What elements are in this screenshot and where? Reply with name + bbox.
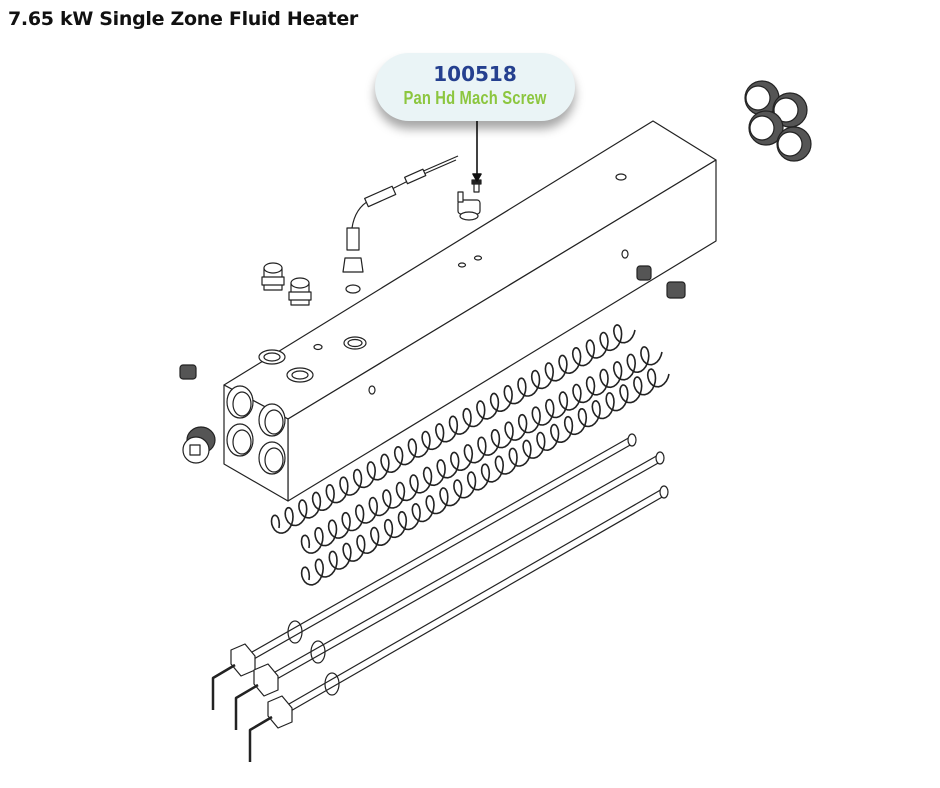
- heating-spring[interactable]: [300, 346, 663, 554]
- block-end-ports: [226, 385, 286, 475]
- compression-fittings[interactable]: [261, 262, 312, 306]
- heating-spring[interactable]: [270, 324, 636, 534]
- callout-arrow: [472, 121, 482, 182]
- heating-element-rods: [211, 433, 669, 762]
- pan-head-machine-screw[interactable]: [471, 179, 482, 193]
- heating-springs: [270, 324, 670, 586]
- page-title: 7.65 kW Single Zone Fluid Heater: [8, 8, 358, 30]
- thermostat-switch[interactable]: [457, 191, 481, 221]
- heating-spring[interactable]: [300, 368, 670, 586]
- part-callout[interactable]: 100518 Pan Hd Mach Screw: [375, 53, 575, 121]
- part-name: Pan Hd Mach Screw: [403, 88, 547, 108]
- pipe-plugs[interactable]: [179, 265, 686, 464]
- block-top-ports: [258, 173, 629, 395]
- heating-element-rod[interactable]: [211, 433, 637, 710]
- temperature-probe[interactable]: [342, 155, 459, 294]
- heater-block[interactable]: [223, 120, 717, 502]
- heating-element-rod[interactable]: [234, 451, 665, 730]
- plug-set[interactable]: [744, 80, 812, 162]
- heating-element-rod[interactable]: [248, 485, 669, 762]
- part-number: 100518: [433, 62, 517, 86]
